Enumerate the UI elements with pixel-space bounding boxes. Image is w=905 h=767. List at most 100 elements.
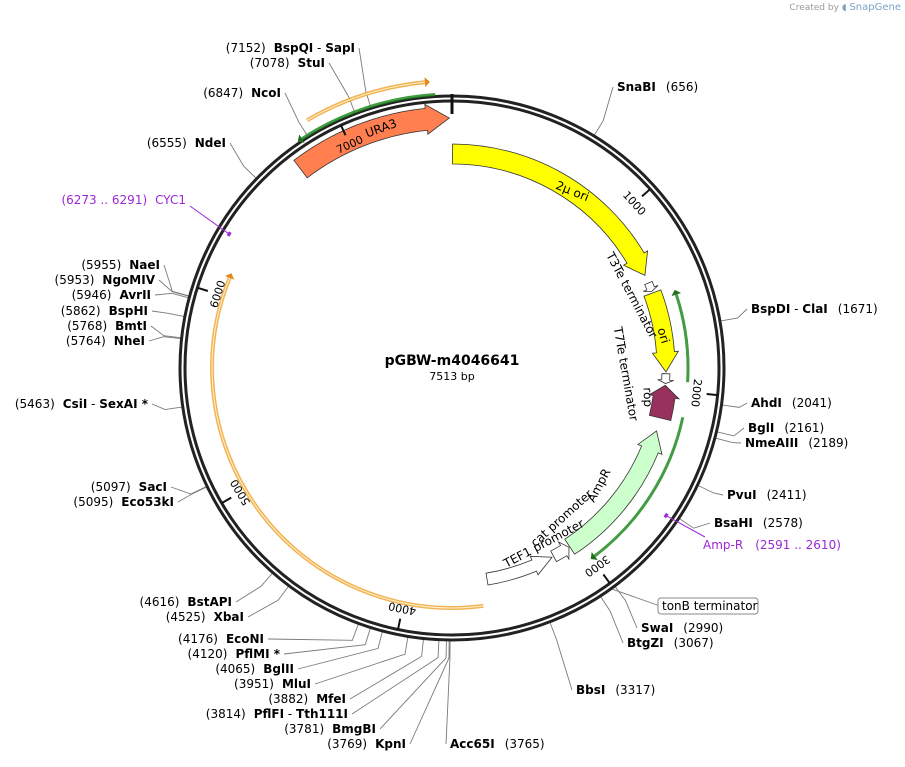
enzyme-separator: - <box>790 302 802 316</box>
enzyme-label[interactable]: (5097)SacI <box>91 480 167 494</box>
enzyme-label[interactable]: (3882)MfeI <box>268 692 346 706</box>
enzyme-label[interactable]: (3814)PflFI - Tth111I <box>206 707 348 721</box>
enzyme-label[interactable]: (7152)BspQI - SapI <box>226 41 355 55</box>
enzyme-label[interactable]: BbsI (3317) <box>576 683 655 697</box>
tonb-terminator-label[interactable]: tonB terminator <box>662 599 758 613</box>
enzyme-label[interactable]: (4525)XbaI <box>166 610 244 624</box>
snapgene-logo-icon: ◖ <box>841 3 847 13</box>
enzyme-name: BspHI <box>109 304 148 318</box>
enzyme-label[interactable]: (4176)EcoNI <box>178 632 264 646</box>
primer-label[interactable]: Amp-R(2591 .. 2610) <box>703 538 841 552</box>
enzyme-label[interactable]: (5946)AvrII <box>72 288 151 302</box>
enzyme-labels: SnaBI(656) BspDI - ClaI(1671) AhdI(2041) Bg… <box>15 41 878 751</box>
enzyme-label[interactable]: (6847)NcoI <box>203 86 281 100</box>
enzyme-label[interactable]: (5095)Eco53kI <box>73 495 174 509</box>
enzyme-leader-line <box>247 586 289 618</box>
orf-arc <box>674 294 690 383</box>
enzyme-position: (7152) <box>226 41 266 55</box>
enzyme-separator: - <box>284 707 296 721</box>
tick-1000 <box>641 188 651 198</box>
feature-cat-promoter[interactable] <box>550 541 570 563</box>
enzyme-name: BstAPI <box>187 595 232 609</box>
enzyme-label[interactable]: (4616)BstAPI <box>140 595 232 609</box>
enzyme-leader-line <box>358 47 372 108</box>
enzyme-name: NgoMIV <box>102 273 155 287</box>
enzyme-leader-line <box>163 264 189 297</box>
feature-ura3[interactable] <box>293 103 451 179</box>
enzyme-label[interactable]: (3769)KpnI <box>327 737 406 751</box>
feature-t3te-terminator[interactable] <box>643 280 659 292</box>
enzyme-name: PflMI * <box>235 647 280 661</box>
feature-ori[interactable] <box>643 289 680 373</box>
orf-arc <box>593 416 685 558</box>
enzyme-label[interactable]: (5463)CsiI - SexAI * <box>15 397 149 411</box>
enzyme-position: (5764) <box>66 334 106 348</box>
enzyme-name: NaeI <box>129 258 160 272</box>
enzyme-label[interactable]: (3951)MluI <box>234 677 311 691</box>
enzyme-label[interactable]: (4120)PflMI * <box>188 647 281 661</box>
enzyme-separator: - <box>313 41 325 55</box>
feature-label-t7te-terminator: T7Te terminator <box>610 325 641 422</box>
enzyme-name: NheI <box>114 334 145 348</box>
primer-mark <box>663 512 669 519</box>
enzyme-position: (656) <box>666 80 698 94</box>
enzyme-label[interactable]: (5764) NheI <box>66 334 145 348</box>
enzyme-position: (5862) <box>61 304 101 318</box>
enzyme-label[interactable]: (6555)NdeI <box>147 136 226 150</box>
enzyme-label[interactable]: Acc65I(3765) <box>450 737 545 751</box>
enzyme-label[interactable]: (5955)NaeI <box>81 258 160 272</box>
enzyme-position: (2161) <box>784 421 824 435</box>
enzyme-leader-line <box>297 631 383 670</box>
enzyme-label[interactable]: BtgZI(3067) <box>627 636 714 650</box>
enzyme-name-2: SexAI * <box>99 397 148 411</box>
enzyme-position: (3317) <box>615 683 655 697</box>
enzyme-position: (2990) <box>683 621 723 635</box>
primer-label[interactable]: (6273 .. 6291)CYC1 <box>61 193 186 207</box>
feature-ampr[interactable] <box>564 430 663 555</box>
orf-arc <box>301 93 436 140</box>
enzyme-leader-line <box>593 86 614 136</box>
enzyme-name: Acc65I <box>450 737 495 751</box>
enzyme-label[interactable]: (7078)StuI <box>250 56 325 70</box>
enzyme-label[interactable]: (5862) BspHI <box>61 304 148 318</box>
enzyme-label[interactable]: (4065)BglII <box>215 662 294 676</box>
enzyme-label[interactable]: SnaBI(656) <box>617 80 698 94</box>
enzyme-name: BbsI <box>576 683 605 697</box>
feature-2-ori[interactable] <box>452 143 649 276</box>
enzyme-label[interactable]: (5953)NgoMIV <box>55 273 156 287</box>
enzyme-label[interactable]: NmeAIII(2189) <box>745 436 848 450</box>
enzyme-label[interactable]: (5768)BmtI <box>67 319 147 333</box>
enzyme-label[interactable]: BglI(2161) <box>748 421 824 435</box>
feature-label-rop: rop <box>640 387 655 407</box>
enzyme-position: (5095) <box>73 495 113 509</box>
enzyme-label[interactable]: AhdI(2041) <box>751 396 832 410</box>
enzyme-label[interactable]: SwaI(2990) <box>641 621 723 635</box>
credit-text: Created by <box>789 3 839 13</box>
tonb-leader-line <box>610 588 661 607</box>
enzyme-label[interactable]: BspDI - ClaI(1671) <box>751 302 878 316</box>
enzyme-leader-line <box>379 640 447 730</box>
orf-arc-highlight <box>211 277 484 609</box>
enzyme-leader-line <box>229 142 257 179</box>
tick-label-3000: 3000 <box>582 552 612 579</box>
enzyme-label[interactable]: PvuI(2411) <box>727 488 807 502</box>
enzyme-name: NcoI <box>251 86 281 100</box>
orf-arc <box>210 277 484 610</box>
enzyme-leader-line <box>720 308 748 322</box>
enzyme-label[interactable]: (3781)BmgBI <box>284 722 376 736</box>
enzyme-name: BmgBI <box>332 722 376 736</box>
enzyme-leader-line <box>549 622 573 691</box>
leader-lines <box>148 47 748 745</box>
enzyme-label[interactable]: BsaHI(2578) <box>714 516 803 530</box>
enzyme-leader-line <box>154 292 189 299</box>
feature-t7te-terminator[interactable] <box>657 373 674 384</box>
enzyme-leader-line <box>158 279 189 297</box>
feature-tef1-promoter[interactable] <box>485 555 553 586</box>
primer-name: Amp-R <box>703 538 743 552</box>
snapgene-credit: Created by ◖ SnapGene <box>789 2 901 13</box>
enzyme-leader-line <box>722 402 748 408</box>
feature-rop[interactable] <box>647 384 681 422</box>
enzyme-name: CsiI <box>63 397 88 411</box>
enzyme-leader-line <box>177 486 207 503</box>
